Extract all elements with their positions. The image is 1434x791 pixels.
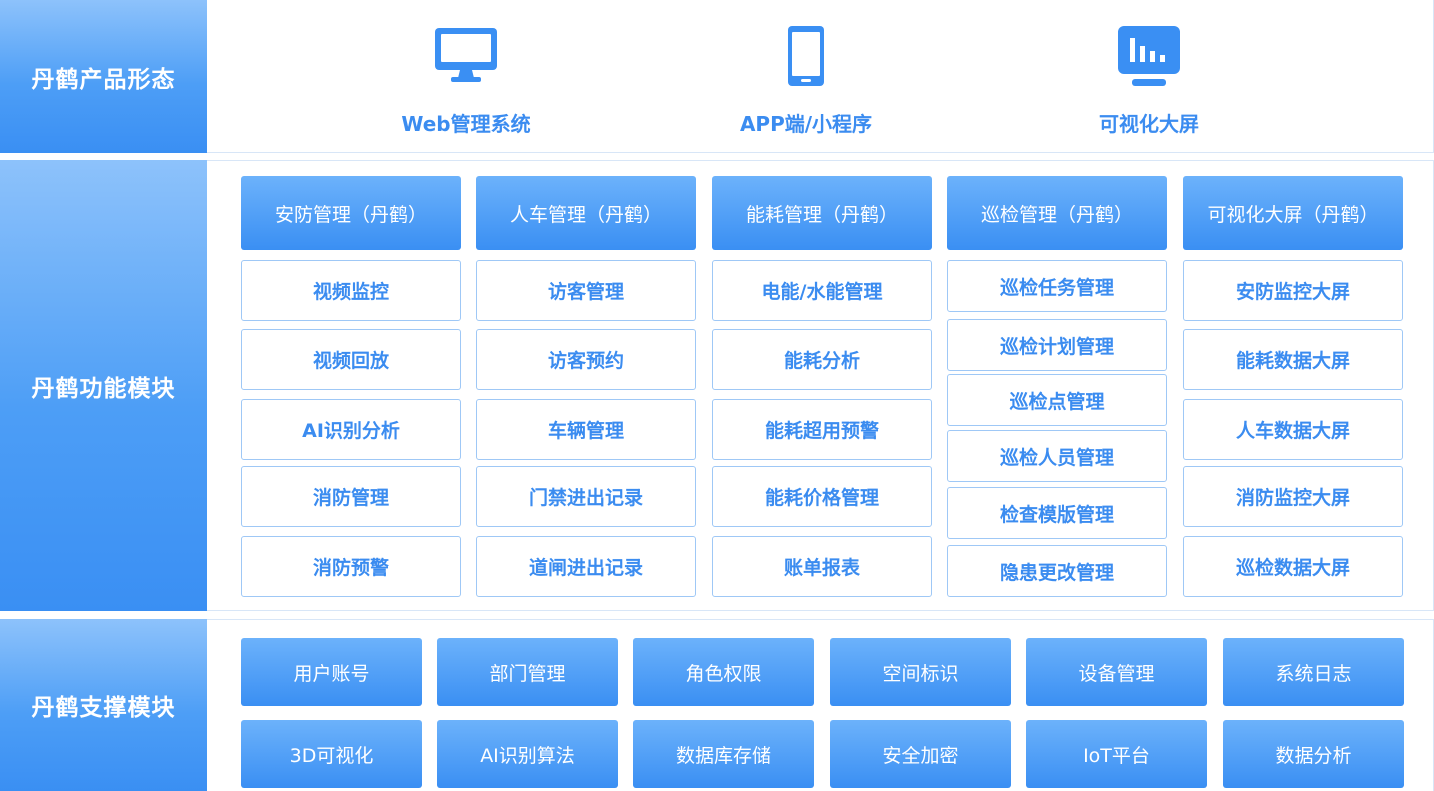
function-modules-label: 丹鹤功能模块 [0,160,207,611]
support-item: 用户账号 [241,638,422,706]
module-item: 能耗超用预警 [712,399,932,460]
function-modules-row: 丹鹤功能模块 安防管理（丹鹤） 视频监控 视频回放 AI识别分析 消防管理 消防… [0,160,1434,611]
module-item: 巡检数据大屏 [1183,536,1403,597]
monitor-icon [435,26,497,88]
module-item: 能耗分析 [712,329,932,390]
support-item: AI识别算法 [437,720,618,788]
support-modules-label: 丹鹤支撑模块 [0,619,207,791]
product-web-label: Web管理系统 [401,112,531,136]
product-app: APP端/小程序 [676,0,936,153]
module-item: 消防管理 [241,466,461,527]
support-item: 数据分析 [1223,720,1404,788]
support-modules-body: 用户账号 部门管理 角色权限 空间标识 设备管理 系统日志 3D可视化 AI识别… [207,619,1434,791]
function-modules-body: 安防管理（丹鹤） 视频监控 视频回放 AI识别分析 消防管理 消防预警 人车管理… [207,160,1434,611]
module-item: 访客管理 [476,260,696,321]
module-item: 消防监控大屏 [1183,466,1403,527]
support-modules-row: 丹鹤支撑模块 用户账号 部门管理 角色权限 空间标识 设备管理 系统日志 3D可… [0,619,1434,791]
module-item: 访客预约 [476,329,696,390]
module-header-people-vehicle: 人车管理（丹鹤） [476,176,696,250]
module-item: 能耗数据大屏 [1183,329,1403,390]
support-item: 3D可视化 [241,720,422,788]
support-item: 空间标识 [830,638,1011,706]
module-item: 视频监控 [241,260,461,321]
support-item: 部门管理 [437,638,618,706]
product-screen: 可视化大屏 [1019,0,1279,153]
module-header-energy: 能耗管理（丹鹤） [712,176,932,250]
product-web: Web管理系统 [336,0,596,153]
module-item: 视频回放 [241,329,461,390]
product-forms-body: Web管理系统 APP端/小程序 [207,0,1434,153]
module-item: 账单报表 [712,536,932,597]
module-item: 消防预警 [241,536,461,597]
support-item: 设备管理 [1026,638,1207,706]
module-item: 巡检点管理 [947,374,1167,426]
module-item: 道闸进出记录 [476,536,696,597]
module-item: 车辆管理 [476,399,696,460]
support-item: 系统日志 [1223,638,1404,706]
support-item: 数据库存储 [633,720,814,788]
phone-icon [788,26,824,90]
product-screen-label: 可视化大屏 [1099,112,1199,136]
module-item: AI识别分析 [241,399,461,460]
dashboard-screen-icon [1118,26,1180,92]
module-item: 检查模版管理 [947,487,1167,539]
product-app-label: APP端/小程序 [739,112,873,136]
module-item: 人车数据大屏 [1183,399,1403,460]
module-item: 巡检任务管理 [947,260,1167,312]
module-item: 隐患更改管理 [947,545,1167,597]
module-item: 能耗价格管理 [712,466,932,527]
module-item: 电能/水能管理 [712,260,932,321]
module-item: 巡检人员管理 [947,430,1167,482]
module-header-inspection: 巡检管理（丹鹤） [947,176,1167,250]
module-item: 安防监控大屏 [1183,260,1403,321]
product-forms-label: 丹鹤产品形态 [0,0,207,153]
support-item: 角色权限 [633,638,814,706]
module-item: 门禁进出记录 [476,466,696,527]
product-forms-row: 丹鹤产品形态 Web管理系统 APP端/小程序 [0,0,1434,153]
support-item: 安全加密 [830,720,1011,788]
module-item: 巡检计划管理 [947,319,1167,371]
module-header-security: 安防管理（丹鹤） [241,176,461,250]
support-item: IoT平台 [1026,720,1207,788]
module-header-visual-screen: 可视化大屏（丹鹤） [1183,176,1403,250]
